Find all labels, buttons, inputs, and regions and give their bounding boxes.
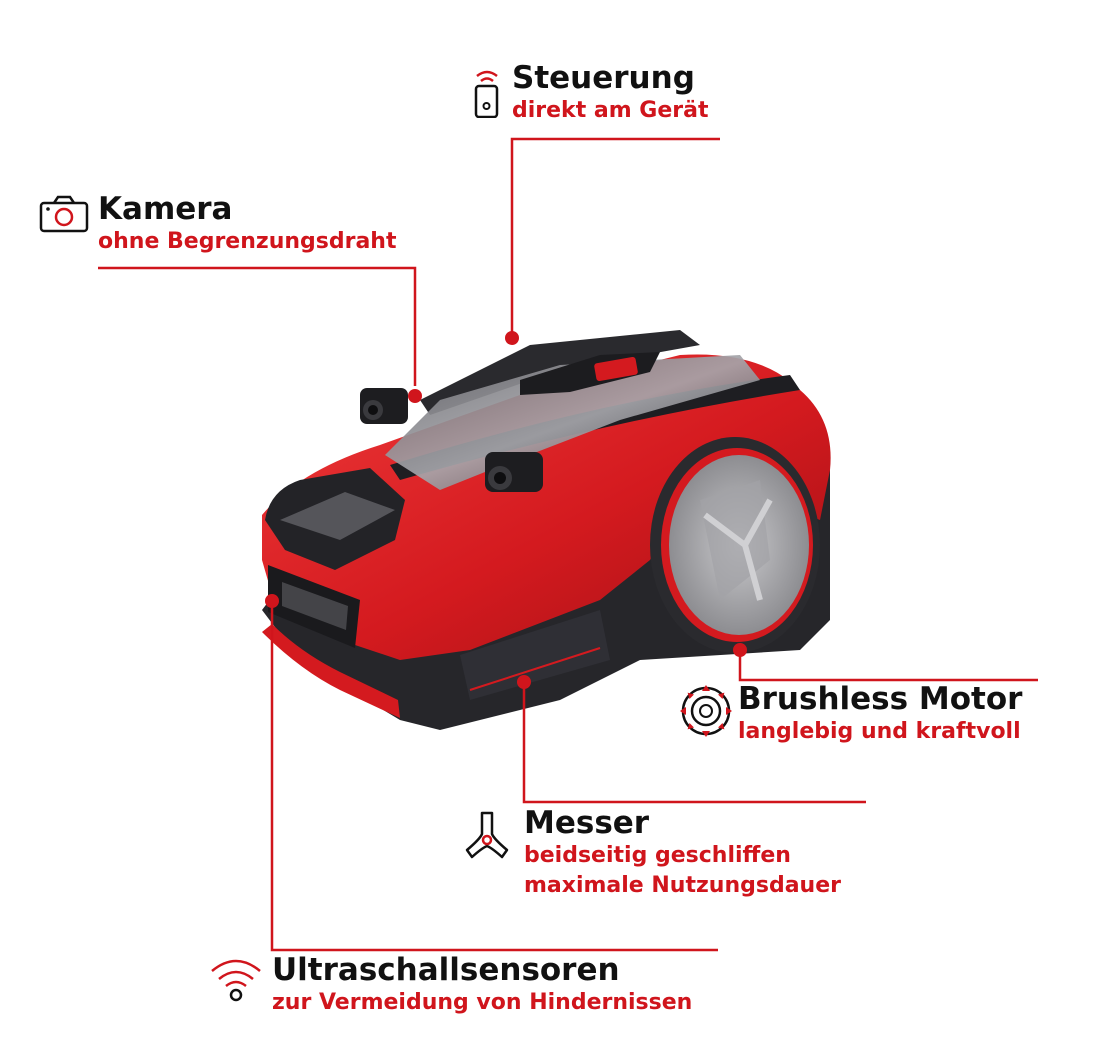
messer-leader	[522, 685, 866, 804]
feature-motor: Brushless Motor langlebig und kraftvoll	[738, 681, 1022, 747]
feature-messer: Messer beidseitig geschliffen maximale N…	[524, 805, 841, 901]
ultrasonic-sensor-icon	[211, 959, 261, 1002]
feature-steuerung: Steuerung direkt am Gerät	[512, 60, 709, 126]
feature-title: Messer	[524, 805, 650, 841]
feature-title: Brushless Motor	[738, 681, 1023, 717]
feature-subtitle-line2: maximale Nutzungsdauer	[524, 873, 841, 898]
ultraschall-leader	[270, 601, 718, 952]
rear-wheel	[650, 437, 820, 653]
feature-subtitle: ohne Begrenzungsdraht	[98, 229, 397, 254]
motor-leader	[738, 652, 1038, 682]
feature-subtitle: direkt am Gerät	[512, 98, 709, 123]
feature-kamera: Kamera ohne Begrenzungsdraht	[98, 191, 396, 257]
feature-subtitle: zur Vermeidung von Hindernissen	[272, 990, 693, 1015]
remote-control-icon	[474, 70, 499, 118]
side-label-bar	[460, 610, 610, 700]
motor-icon	[680, 685, 732, 737]
blade-icon	[465, 811, 509, 859]
feature-ultraschall: Ultraschallsensoren zur Vermeidung von H…	[272, 952, 692, 1018]
ultraschall-dot	[265, 594, 279, 608]
front-camera	[485, 452, 543, 492]
feature-subtitle: beidseitig geschliffen	[524, 843, 791, 868]
kamera-dot	[408, 389, 422, 403]
camera-icon	[39, 195, 89, 233]
front-bumper	[262, 624, 400, 718]
rear-camera	[360, 388, 408, 424]
motor-dot	[733, 643, 747, 657]
mower-body	[262, 354, 831, 660]
feature-title: Steuerung	[512, 60, 695, 96]
feature-title: Kamera	[98, 191, 233, 227]
feature-title: Ultraschallsensoren	[272, 952, 620, 988]
glass-lid	[385, 355, 760, 490]
feature-subtitle: langlebig und kraftvoll	[738, 719, 1021, 744]
kamera-leader	[98, 266, 417, 386]
messer-dot	[517, 675, 531, 689]
steuerung-leader	[510, 137, 720, 334]
steuerung-dot	[505, 331, 519, 345]
